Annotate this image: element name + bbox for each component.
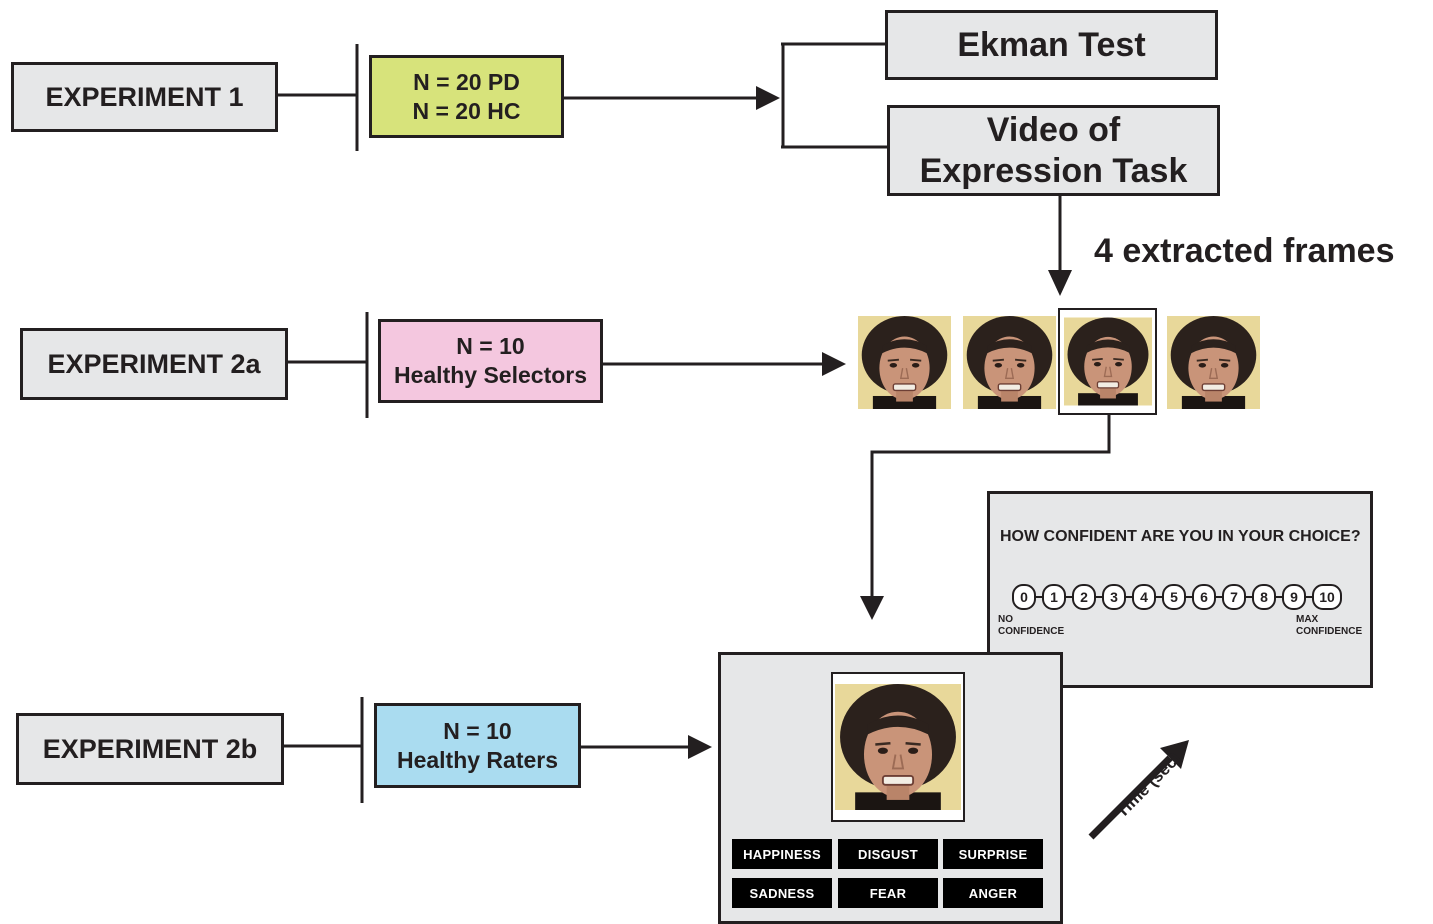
experiment-2a-group-box: N = 10 Healthy Selectors — [378, 319, 603, 403]
experiment-1-label: EXPERIMENT 1 — [45, 81, 244, 112]
group-line-1: N = 20 PD — [413, 68, 520, 95]
group-line-1: N = 10 — [443, 717, 512, 744]
time-arrow-line — [1088, 755, 1173, 840]
scale-5[interactable]: 5 — [1162, 584, 1186, 610]
ekman-test-box: Ekman Test — [885, 10, 1218, 80]
emotion-button-sadness[interactable]: SADNESS — [732, 878, 832, 908]
arrow-icon — [1048, 270, 1072, 296]
emotion-button-disgust[interactable]: DISGUST — [838, 839, 938, 869]
scale-3[interactable]: 3 — [1102, 584, 1126, 610]
arrow-icon — [860, 596, 884, 620]
emotion-button-happiness[interactable]: HAPPINESS — [732, 839, 832, 869]
face-photo — [1064, 316, 1152, 407]
max-confidence-label: MAX CONFIDENCE — [1296, 614, 1363, 637]
video-task-box: Video of Expression Task — [887, 105, 1220, 196]
selection-path — [870, 414, 1111, 600]
emotion-button-fear[interactable]: FEAR — [838, 878, 938, 908]
face-photo — [962, 316, 1057, 409]
arrow-icon — [688, 735, 712, 759]
group-line-2: Healthy Selectors — [393, 362, 588, 388]
face-photo — [1166, 316, 1261, 409]
scale-2[interactable]: 2 — [1072, 584, 1096, 610]
emotion-button-anger[interactable]: ANGER — [943, 878, 1043, 908]
face-photo — [831, 672, 965, 822]
scale-8[interactable]: 8 — [1252, 584, 1276, 610]
video-task-line-1: Video of — [986, 110, 1121, 149]
arrow-icon — [1160, 740, 1189, 769]
scale-6[interactable]: 6 — [1192, 584, 1216, 610]
group-line-1: N = 10 — [456, 333, 525, 359]
scale-10[interactable]: 10 — [1312, 584, 1342, 610]
scale-9[interactable]: 9 — [1282, 584, 1306, 610]
arrow-icon — [756, 86, 780, 110]
face-photo — [857, 316, 952, 409]
experiment-2b-label: EXPERIMENT 2b — [42, 733, 258, 764]
experiment-2a-label: EXPERIMENT 2a — [47, 348, 261, 379]
scale-7[interactable]: 7 — [1222, 584, 1246, 610]
arrow-icon — [822, 352, 846, 376]
confidence-panel: HOW CONFIDENT ARE YOU IN YOUR CHOICE? 0 … — [987, 491, 1373, 688]
scale-1[interactable]: 1 — [1042, 584, 1066, 610]
confidence-scale[interactable]: 0 1 2 3 4 5 6 7 8 9 10 — [1012, 584, 1342, 610]
experiment-2b-box: EXPERIMENT 2b — [16, 713, 284, 785]
experiment-2b-group-box: N = 10 Healthy Raters — [374, 703, 581, 788]
group-line-2: N = 20 HC — [412, 97, 521, 124]
no-confidence-label: NO CONFIDENCE — [998, 614, 1065, 637]
emotion-button-surprise[interactable]: SURPRISE — [943, 839, 1043, 869]
experiment-2a-box: EXPERIMENT 2a — [20, 328, 288, 400]
group-line-2: Healthy Raters — [396, 746, 559, 773]
frames-label: 4 extracted frames — [1094, 232, 1395, 270]
emotion-trial-panel: HAPPINESS DISGUST SURPRISE SADNESS FEAR … — [718, 652, 1063, 924]
scale-4[interactable]: 4 — [1132, 584, 1156, 610]
experiment-1-group-box: N = 20 PD N = 20 HC — [369, 55, 564, 138]
scale-0[interactable]: 0 — [1012, 584, 1036, 610]
video-task-line-2: Expression Task — [919, 151, 1188, 190]
confidence-question: HOW CONFIDENT ARE YOU IN YOUR CHOICE? — [1000, 528, 1361, 545]
experiment-1-box: EXPERIMENT 1 — [11, 62, 278, 132]
ekman-test-label: Ekman Test — [957, 25, 1146, 64]
